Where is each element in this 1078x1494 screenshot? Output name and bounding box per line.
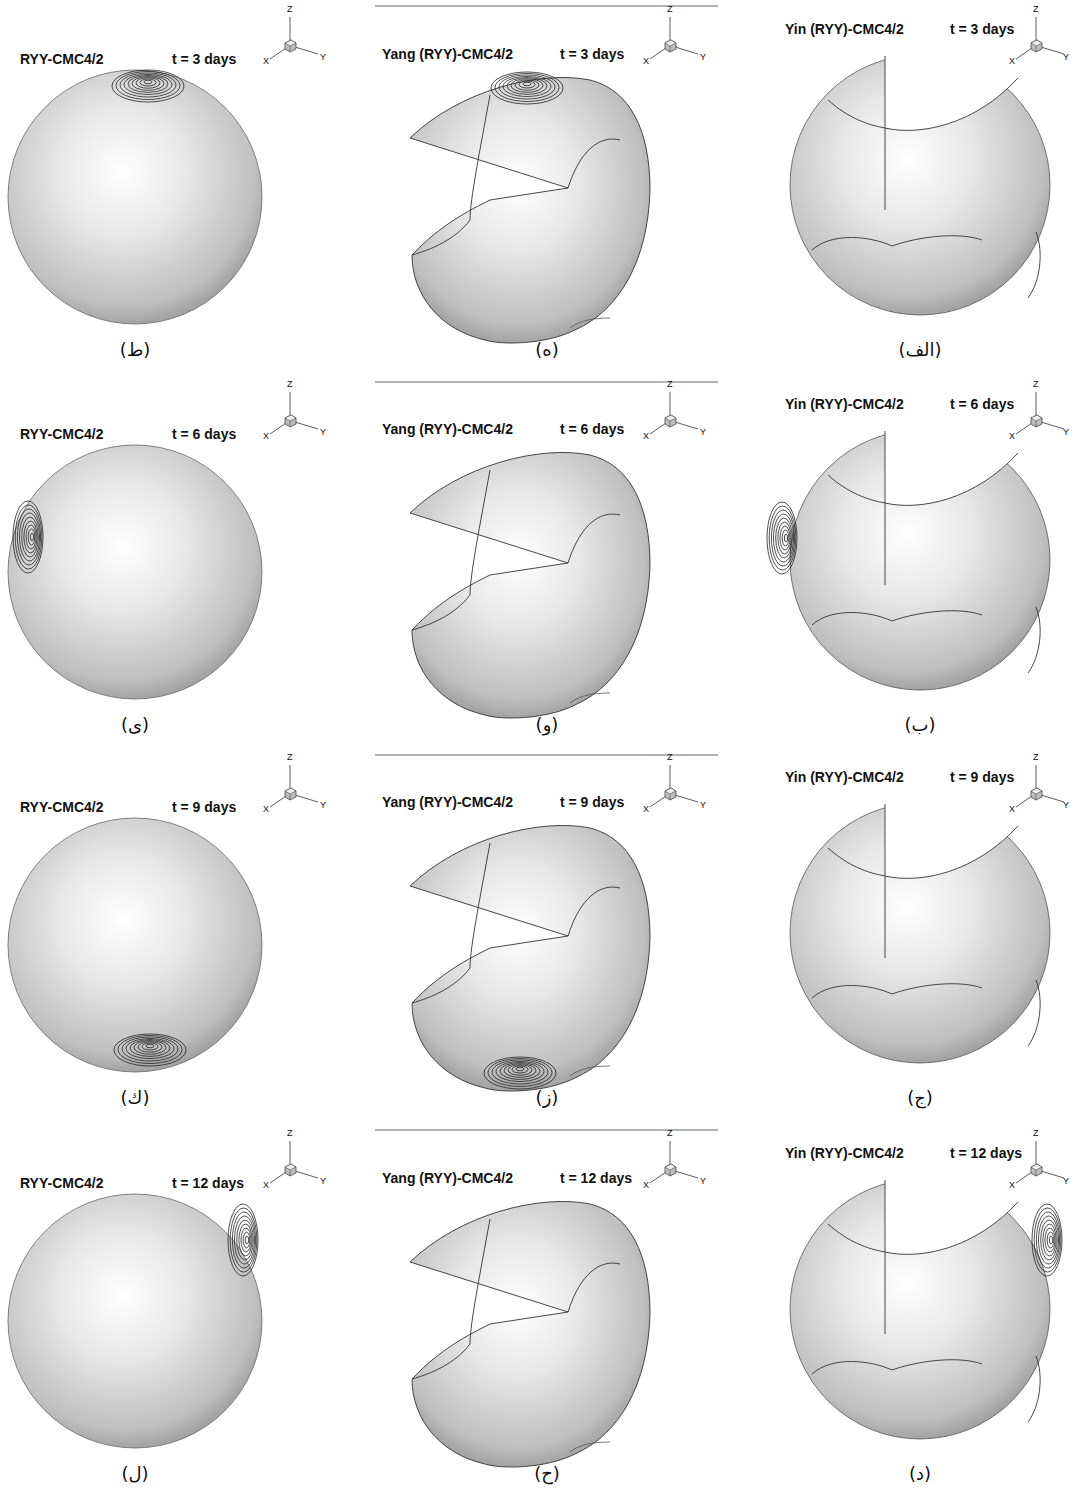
axis-label: Z: [1033, 380, 1039, 390]
axis-label: X: [263, 1181, 269, 1191]
axis-label: X: [263, 432, 269, 442]
time-label: t = 3 days: [172, 52, 236, 67]
panel-letter: (د): [909, 1464, 931, 1484]
axis-label: Z: [287, 380, 293, 390]
axis-label: Z: [1033, 753, 1039, 763]
panel-letter: (الف): [898, 340, 941, 360]
axis-label: X: [1009, 57, 1015, 67]
axis-label: Y: [1063, 1177, 1069, 1187]
axis-label: Z: [287, 5, 293, 15]
axis-label: Z: [667, 380, 673, 390]
axis-label: X: [643, 57, 649, 67]
time-label: t = 12 days: [950, 1146, 1022, 1161]
panel-title: Yin (RYY)-CMC4/2: [785, 22, 904, 37]
axis-label: Z: [667, 1129, 673, 1139]
panel-title: Yang (RYY)-CMC4/2: [382, 795, 513, 810]
axis-label: X: [643, 805, 649, 815]
panel-title: Yang (RYY)-CMC4/2: [382, 47, 513, 62]
axis-label: X: [1009, 805, 1015, 815]
panel-title: Yin (RYY)-CMC4/2: [785, 1146, 904, 1161]
time-label: t = 3 days: [560, 47, 624, 62]
axis-label: Z: [287, 753, 293, 763]
axis-label: Y: [1063, 53, 1069, 63]
axis-label: Y: [320, 428, 326, 438]
axis-label: X: [1009, 1181, 1015, 1191]
panel-letter: (ح): [534, 1464, 560, 1484]
axis-label: Y: [320, 53, 326, 63]
axis-label: X: [263, 805, 269, 815]
axis-label: Z: [667, 5, 673, 15]
axis-label: Y: [700, 1177, 706, 1187]
panel-letter: (ل): [121, 1464, 148, 1484]
time-label: t = 12 days: [172, 1176, 244, 1191]
time-label: t = 6 days: [950, 397, 1014, 412]
time-label: t = 9 days: [172, 800, 236, 815]
axis-label: Y: [700, 53, 706, 63]
axis-label: Z: [1033, 1129, 1039, 1139]
panel-letter: (و): [536, 715, 559, 735]
panel-title: Yin (RYY)-CMC4/2: [785, 770, 904, 785]
time-label: t = 12 days: [560, 1171, 632, 1186]
axis-label: X: [643, 1181, 649, 1191]
time-label: t = 6 days: [560, 422, 624, 437]
time-label: t = 9 days: [950, 770, 1014, 785]
panel-title: RYY-CMC4/2: [20, 52, 104, 67]
axis-label: X: [263, 57, 269, 67]
panel-title: RYY-CMC4/2: [20, 1176, 104, 1191]
axis-label: Z: [1033, 5, 1039, 15]
panel-letter: (ی): [121, 715, 149, 735]
axis-label: X: [1009, 432, 1015, 442]
axis-label: Y: [700, 428, 706, 438]
panel-letter: (ك): [121, 1088, 150, 1108]
panel-letter: (ب): [904, 715, 935, 735]
axis-label: Z: [287, 1129, 293, 1139]
axis-label: Y: [1063, 428, 1069, 438]
panel-title: Yin (RYY)-CMC4/2: [785, 397, 904, 412]
axis-label: Y: [1063, 801, 1069, 811]
panel-letter: (ز): [536, 1088, 559, 1108]
panel-title: RYY-CMC4/2: [20, 800, 104, 815]
panel-title: Yang (RYY)-CMC4/2: [382, 422, 513, 437]
panel-letter: (ط): [120, 340, 151, 360]
time-label: t = 9 days: [560, 795, 624, 810]
panel-title: Yang (RYY)-CMC4/2: [382, 1171, 513, 1186]
time-label: t = 6 days: [172, 427, 236, 442]
time-label: t = 3 days: [950, 22, 1014, 37]
panel-letter: (ج): [907, 1088, 933, 1108]
axis-label: Z: [667, 753, 673, 763]
axis-label: Y: [700, 801, 706, 811]
panel-letter: (ه): [535, 340, 559, 360]
axis-label: X: [643, 432, 649, 442]
axis-label: Y: [320, 801, 326, 811]
panel-title: RYY-CMC4/2: [20, 427, 104, 442]
axis-label: Y: [320, 1177, 326, 1187]
